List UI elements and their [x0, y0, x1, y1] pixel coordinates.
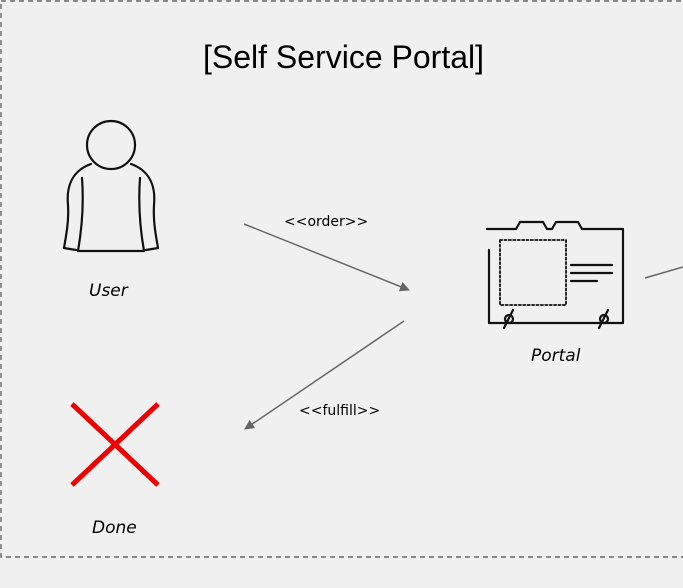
red-cross-icon [70, 402, 160, 487]
person-icon [62, 119, 160, 253]
fulfill-arrow [244, 320, 405, 430]
fulfill-label: <<fulfill>> [299, 403, 381, 419]
system-boundary [0, 0, 683, 558]
portal-label: Portal [531, 346, 581, 366]
order-arrow [243, 223, 410, 292]
portal-folder-icon [485, 220, 625, 330]
outgoing-connector [644, 266, 683, 279]
user-label: User [89, 281, 128, 301]
done-label: Done [92, 518, 137, 538]
order-label: <<order>> [284, 214, 369, 230]
diagram-title: [Self Service Portal] [203, 39, 484, 75]
